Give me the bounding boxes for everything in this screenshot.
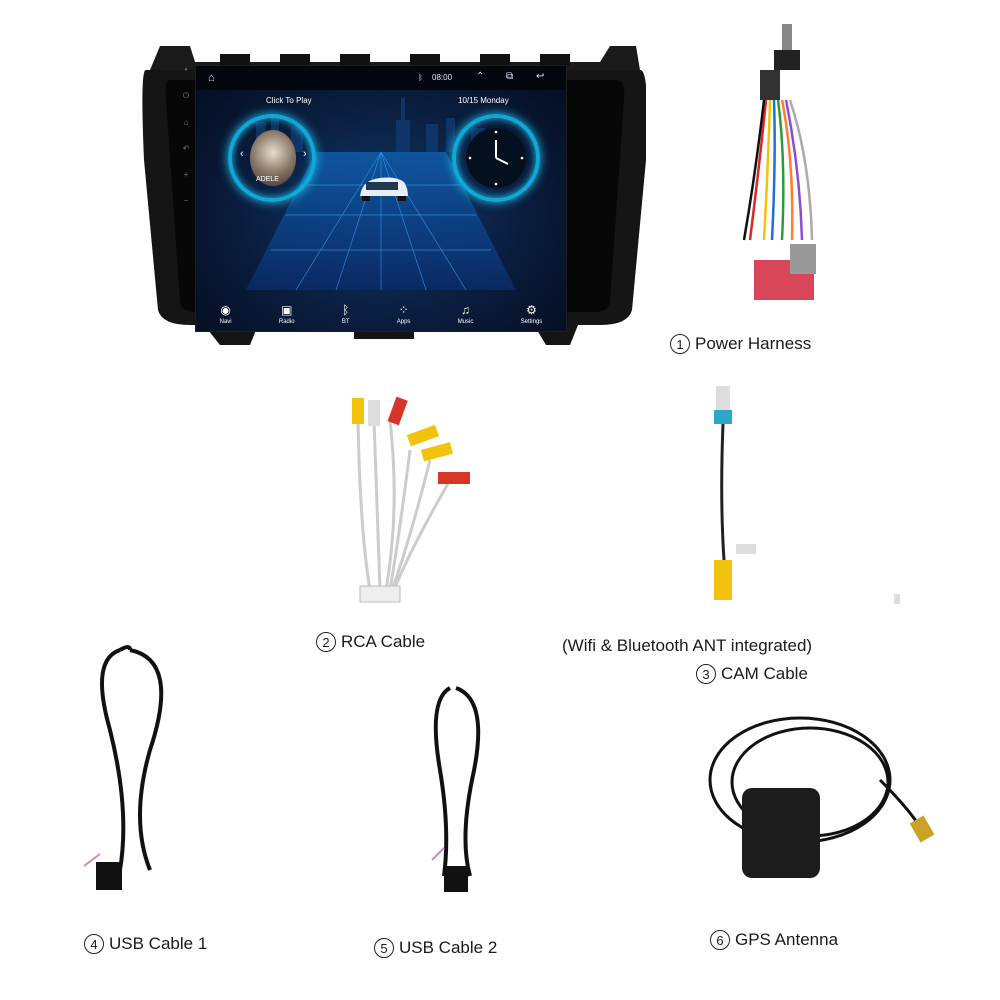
volume-down-icon[interactable]: −: [183, 196, 189, 205]
recent-apps-icon[interactable]: ⧉: [506, 71, 514, 82]
caption-text: GPS Antenna: [735, 930, 839, 949]
gps-antenna-image: [708, 716, 935, 878]
dock-radio[interactable]: ▣ Radio: [279, 303, 295, 325]
caption-number: 3: [696, 664, 716, 684]
mic-icon[interactable]: •: [184, 65, 188, 74]
cam-cable-image: [714, 386, 900, 604]
home-icon[interactable]: ⌂: [183, 118, 189, 127]
dock-label: Navi: [219, 319, 232, 325]
head-unit: • ⏻ ⌂ ↶ + − ⌂ ᛒ 08:00 ⌃ ⧉ ↩: [140, 40, 646, 350]
touch-screen[interactable]: ⌂ ᛒ 08:00 ⌃ ⧉ ↩: [195, 65, 567, 332]
navi-icon: ◉: [220, 303, 231, 317]
background-scene: [246, 98, 516, 290]
dock-music[interactable]: ♫ Music: [458, 303, 474, 325]
dock-label: Apps: [396, 319, 411, 325]
caption-usb-cable-2: 5 USB Cable 2: [374, 938, 497, 958]
home-nav-icon[interactable]: ⌂: [208, 72, 215, 84]
caption-number: 5: [374, 938, 394, 958]
status-time: 08:00: [432, 73, 453, 82]
app-dock: ◉ Navi ▣ Radio ᛒ BT ⁘ Apps ♫ Music ⚙ Set…: [196, 303, 566, 325]
usb-cable-2-image: [431, 686, 481, 892]
rca-cable-image: [352, 396, 470, 603]
dock-bt[interactable]: ᛒ BT: [342, 303, 350, 325]
dock-label: Radio: [278, 319, 295, 325]
back-icon[interactable]: ↶: [182, 144, 190, 153]
dock-label: Settings: [520, 319, 543, 325]
caption-number: 1: [670, 334, 690, 354]
caption-number: 4: [84, 934, 104, 954]
caption-cam-note: (Wifi & Bluetooth ANT integrated): [562, 636, 813, 655]
bluetooth-status-icon: ᛒ: [418, 73, 423, 82]
caption-number: 2: [316, 632, 336, 652]
back-nav-icon[interactable]: ↩: [536, 71, 545, 82]
caption-rca-cable: 2 RCA Cable: [316, 632, 425, 652]
music-widget[interactable]: ADELE: [228, 114, 316, 202]
dock-label: Music: [457, 319, 474, 325]
clock-widget[interactable]: [452, 114, 540, 202]
caption-cam-cable: 3 CAM Cable: [696, 664, 808, 684]
caption-text: Power Harness: [695, 334, 812, 353]
apps-icon: ⁘: [398, 303, 409, 317]
caption-usb-cable-1: 4 USB Cable 1: [84, 934, 207, 954]
caption-text: USB Cable 2: [399, 938, 498, 957]
music-icon: ♫: [461, 303, 471, 317]
caption-text: USB Cable 1: [109, 934, 208, 953]
usb-cable-1-image: [83, 645, 164, 890]
car-graphic: [360, 177, 408, 201]
prev-track-icon[interactable]: ‹: [240, 148, 244, 160]
caption-text: CAM Cable: [721, 664, 808, 683]
caption-power-harness: 1 Power Harness: [670, 334, 811, 354]
volume-up-icon[interactable]: +: [183, 170, 189, 179]
caption-gps-antenna: 6 GPS Antenna: [710, 930, 838, 950]
side-button-column: • ⏻ ⌂ ↶ + −: [178, 65, 194, 222]
settings-icon: ⚙: [526, 303, 537, 317]
caption-number: 6: [710, 930, 730, 950]
radio-icon: ▣: [281, 303, 293, 317]
power-icon[interactable]: ⏻: [182, 91, 190, 100]
date-label: 10/15 Monday: [458, 96, 509, 105]
caption-text: RCA Cable: [341, 632, 426, 651]
click-to-play-label: Click To Play: [266, 96, 312, 105]
power-harness-image: [742, 24, 816, 300]
next-track-icon[interactable]: ›: [303, 148, 307, 160]
dock-settings[interactable]: ⚙ Settings: [521, 303, 543, 325]
clock-face: [466, 128, 526, 188]
dock-navi[interactable]: ◉ Navi: [220, 303, 232, 325]
expand-icon[interactable]: ⌃: [476, 71, 485, 82]
bluetooth-icon: ᛒ: [342, 303, 350, 317]
album-art: [250, 130, 296, 186]
dock-apps[interactable]: ⁘ Apps: [397, 303, 411, 325]
status-bar: ⌂ ᛒ 08:00 ⌃ ⧉ ↩: [196, 66, 566, 90]
dock-label: BT: [341, 319, 350, 325]
album-text: ADELE: [256, 176, 279, 183]
